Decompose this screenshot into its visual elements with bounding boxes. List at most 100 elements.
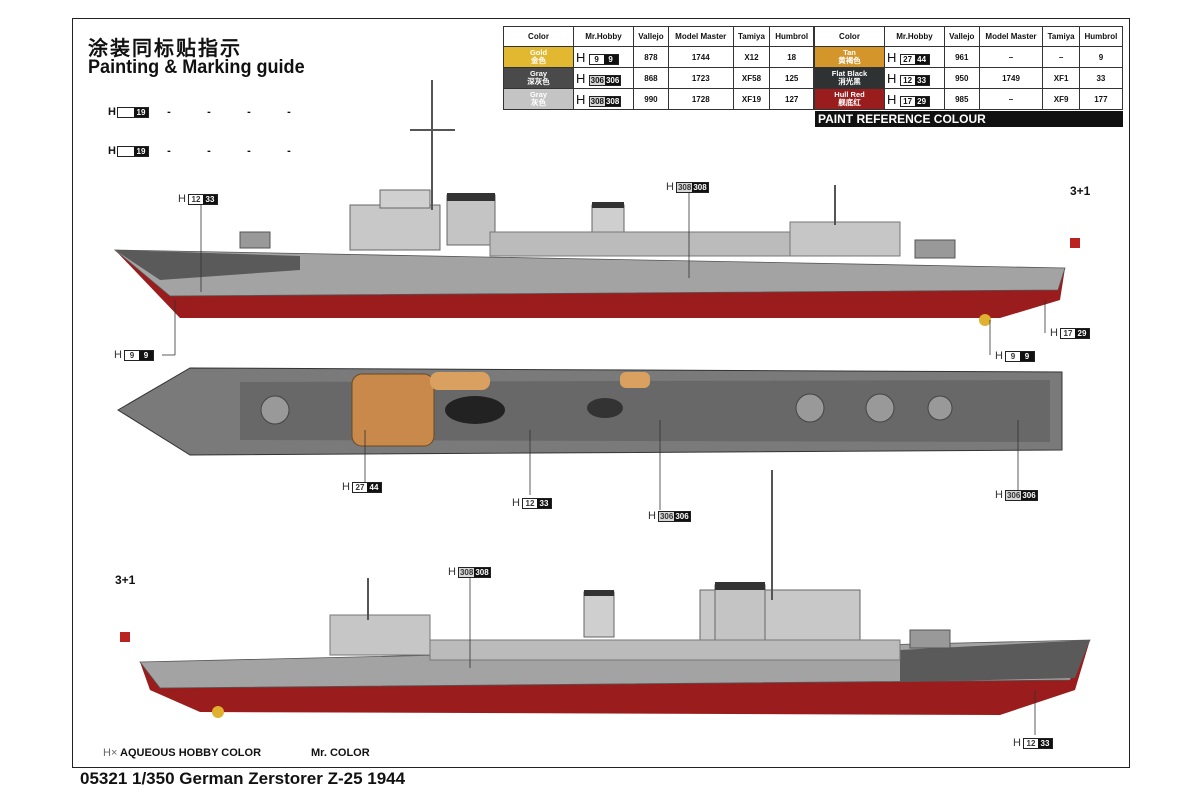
propeller — [979, 314, 991, 326]
color-name: Hull Red — [834, 90, 865, 99]
color-name: Gray — [529, 90, 548, 99]
mr-color-code: 306 — [1021, 490, 1037, 500]
humbrol-code: 177 — [1078, 88, 1124, 110]
paint-code: 19 — [133, 146, 148, 156]
color-name-cn: 舰底红 — [838, 98, 861, 107]
h-prefix: H — [178, 193, 186, 205]
bridge-top — [379, 189, 431, 209]
vallejo-code: 990 — [633, 88, 669, 110]
title-chinese: 涂装同标贴指示 — [88, 38, 242, 60]
flag — [120, 632, 130, 642]
h-prefix: H — [648, 510, 656, 522]
aqueous-code: 27 — [903, 54, 913, 64]
funnel-1 — [446, 194, 496, 246]
funnel-1 — [714, 584, 766, 641]
aqueous-code: 9 — [594, 54, 599, 64]
gun-turret — [865, 393, 895, 423]
mr-color-code: 33 — [1037, 738, 1052, 748]
product-title: 05321 1/350 German Zerstorer Z-25 1944 — [80, 769, 406, 788]
color-name-cn: 深灰色 — [527, 77, 550, 86]
color-name-cn: 金色 — [531, 56, 546, 65]
tamiya-code: XF9 — [1042, 88, 1080, 110]
aqueous-code: 12 — [1026, 738, 1036, 748]
mr-color-code: 29 — [1074, 328, 1089, 338]
paint-code: 19 — [133, 107, 148, 117]
gun-turret — [909, 629, 951, 649]
flag — [1070, 238, 1080, 248]
color-name-cn: 黄褐色 — [838, 56, 861, 65]
aft-superstructure — [329, 614, 431, 656]
color-name: Gray — [529, 69, 548, 78]
funnel-2 — [583, 591, 615, 638]
blank-paint-row: H 19 ---- — [108, 106, 309, 118]
aqueous-code: 12 — [525, 498, 535, 508]
legend: H× AQUEOUS HOBBY COLOR Mr. COLOR — [103, 747, 370, 759]
color-name: Tan — [843, 48, 856, 57]
aqueous-code: 12 — [903, 75, 913, 85]
side-view-starboard — [113, 80, 1080, 326]
bridge — [349, 204, 441, 251]
gun-turret — [260, 395, 290, 425]
mr-color-code: 9 — [603, 54, 618, 64]
side-view-port — [120, 470, 1091, 718]
aqueous-code: 9 — [1010, 351, 1016, 361]
propeller — [212, 706, 224, 718]
flag-count: 3+1 — [115, 573, 136, 587]
h-prefix: H — [114, 349, 122, 361]
aqueous-code: 17 — [903, 96, 913, 106]
aqueous-code: 308 — [458, 567, 475, 577]
h-prefix: H — [1013, 737, 1021, 749]
gun-turret — [795, 393, 825, 423]
gun-turret — [914, 239, 956, 259]
h-prefix: H — [887, 49, 897, 65]
dash: - — [167, 106, 171, 118]
h-prefix: H — [448, 566, 456, 578]
dash: - — [207, 145, 211, 157]
hull-gray — [113, 249, 1066, 297]
h-prefix: H — [576, 49, 586, 65]
h-prefix: H — [108, 145, 116, 157]
paint-chip: 19 — [116, 106, 149, 118]
top-view — [117, 367, 1063, 456]
color-name: Gold — [529, 48, 548, 57]
h-prefix: H — [666, 181, 674, 193]
mr-color-code: 44 — [366, 482, 381, 492]
mr-color-code: 33 — [202, 194, 217, 204]
model-master-code: – — [978, 88, 1044, 110]
aft-superstructure — [789, 221, 901, 257]
dash: - — [167, 145, 171, 157]
page-frame — [72, 18, 1130, 768]
gun-turret — [927, 395, 953, 421]
tamiya-code: XF19 — [732, 88, 771, 110]
dash: - — [287, 106, 291, 118]
mr-color-label: Mr. COLOR — [311, 747, 370, 759]
boat — [430, 372, 490, 390]
h-prefix: H — [887, 91, 897, 107]
h-prefix: H — [576, 70, 586, 86]
